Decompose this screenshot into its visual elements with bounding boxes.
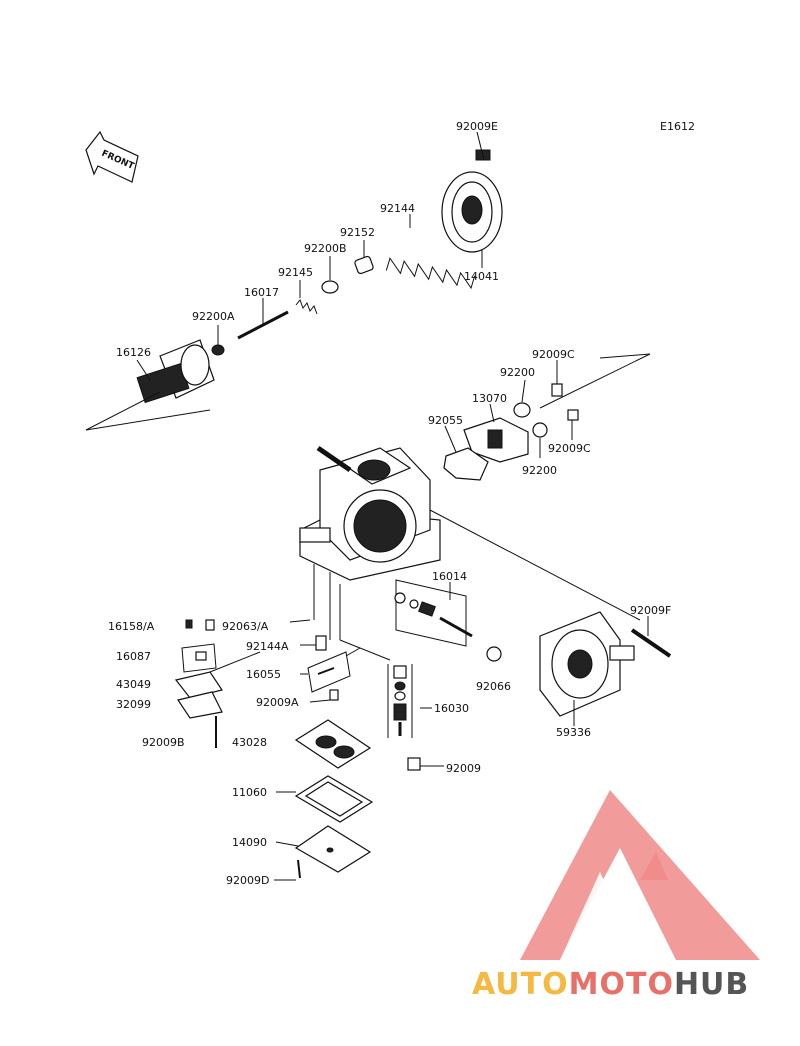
carburetor-body bbox=[299, 445, 441, 581]
spring-92144A bbox=[315, 635, 327, 651]
bolt-92009C-bot bbox=[567, 409, 579, 421]
label-16055: 16055 bbox=[246, 668, 281, 681]
label-92144: 92144 bbox=[380, 202, 415, 215]
label-92200A: 92200A bbox=[192, 310, 235, 323]
label-92200B: 92200B bbox=[304, 242, 347, 255]
label-92144A: 92144A bbox=[246, 640, 289, 653]
label-92200-bot: 92200 bbox=[522, 464, 557, 477]
gasket-11060 bbox=[294, 775, 374, 823]
part-16158A bbox=[185, 619, 193, 629]
washer-92200A bbox=[211, 344, 225, 356]
label-92009A: 92009A bbox=[256, 696, 299, 709]
cover-32099 bbox=[177, 691, 223, 719]
label-92009D: 92009D bbox=[226, 874, 269, 887]
rod-16017 bbox=[237, 310, 289, 340]
part-16030 bbox=[387, 664, 413, 738]
spring-92144 bbox=[385, 257, 476, 290]
watermark-part-auto: AUTO bbox=[472, 967, 569, 1002]
label-43049: 43049 bbox=[116, 678, 151, 691]
label-92200-top: 92200 bbox=[500, 366, 535, 379]
bolt-92009 bbox=[407, 757, 421, 771]
label-92063A: 92063/A bbox=[222, 620, 269, 633]
part-16087 bbox=[181, 643, 217, 673]
label-43028: 43028 bbox=[232, 736, 267, 749]
part-92066 bbox=[486, 646, 502, 662]
bolt-92009C-top bbox=[551, 383, 563, 397]
label-16030: 16030 bbox=[434, 702, 469, 715]
assembly-16126 bbox=[136, 339, 215, 404]
screw-92009D bbox=[297, 859, 301, 879]
watermark-text: AUTOMOTOHUB bbox=[472, 967, 749, 1002]
label-16017: 16017 bbox=[244, 286, 279, 299]
watermark-part-moto: MOTO bbox=[569, 967, 674, 1002]
label-92009C-top: 92009C bbox=[532, 348, 575, 361]
part-92063A bbox=[205, 619, 215, 631]
plate-14090 bbox=[294, 825, 372, 873]
gasket-92055 bbox=[443, 447, 489, 481]
label-11060: 11060 bbox=[232, 786, 267, 799]
label-92152: 92152 bbox=[340, 226, 375, 239]
label-13070: 13070 bbox=[472, 392, 507, 405]
washer-92200-top bbox=[513, 402, 531, 418]
label-92009C-bot: 92009C bbox=[548, 442, 591, 455]
label-32099: 32099 bbox=[116, 698, 151, 711]
label-16087: 16087 bbox=[116, 650, 151, 663]
watermark-part-hub: HUB bbox=[674, 967, 749, 1002]
spring-92145 bbox=[295, 299, 318, 315]
washer-92200-bot bbox=[532, 422, 548, 438]
label-92009B: 92009B bbox=[142, 736, 185, 749]
label-92009F: 92009F bbox=[630, 604, 671, 617]
jet-kit-16014 bbox=[394, 579, 473, 647]
label-14041: 14041 bbox=[464, 270, 499, 283]
cover-14041 bbox=[441, 131, 503, 253]
part-16055 bbox=[307, 651, 351, 693]
label-92055: 92055 bbox=[428, 414, 463, 427]
part-92152 bbox=[354, 255, 374, 275]
diagram-code: E1612 bbox=[660, 120, 695, 133]
label-92009: 92009 bbox=[446, 762, 481, 775]
watermark-logo bbox=[520, 790, 760, 960]
bolt-92009F bbox=[630, 628, 672, 658]
label-92009E: 92009E bbox=[456, 120, 498, 133]
label-16014: 16014 bbox=[432, 570, 467, 583]
front-arrow-icon: FRONT bbox=[85, 130, 139, 183]
label-92066: 92066 bbox=[476, 680, 511, 693]
label-59336: 59336 bbox=[556, 726, 591, 739]
label-16126: 16126 bbox=[116, 346, 151, 359]
label-92145: 92145 bbox=[278, 266, 313, 279]
diaphragm-43049 bbox=[174, 671, 223, 699]
screw-92009A bbox=[329, 689, 339, 701]
gasket-43028 bbox=[294, 719, 372, 769]
pump-59336 bbox=[539, 611, 635, 717]
washer-92200B bbox=[321, 280, 339, 294]
label-16158A: 16158/A bbox=[108, 620, 155, 633]
label-14090: 14090 bbox=[232, 836, 267, 849]
